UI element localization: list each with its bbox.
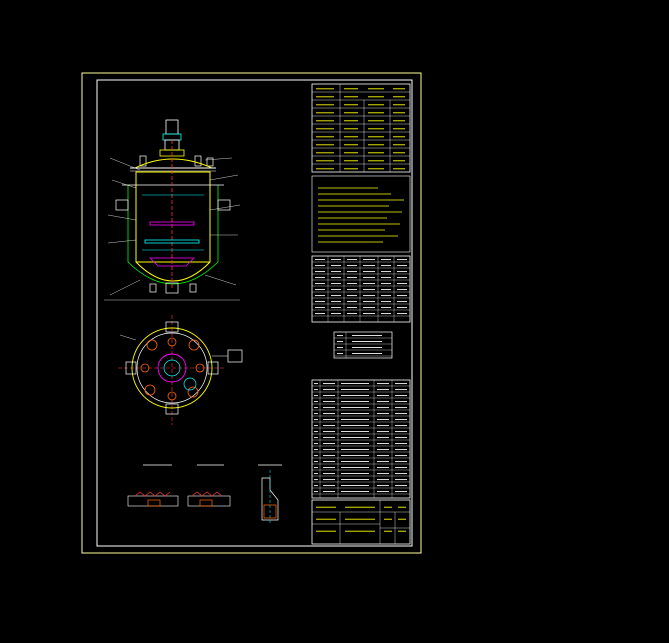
- vessel-top-view: [118, 315, 243, 425]
- technical-requirements-notes: [311, 175, 411, 253]
- title-block: [311, 499, 411, 545]
- inner-drawing-frame: [96, 79, 413, 547]
- detail-c: [258, 464, 282, 525]
- vessel-front-section: [104, 119, 241, 301]
- jacket: [127, 185, 219, 285]
- vessel-shell: [135, 171, 211, 263]
- nozzle-table: [311, 255, 411, 323]
- detail-a: [127, 464, 179, 507]
- small-legend-table: [333, 331, 393, 359]
- parts-list-table: [311, 379, 411, 499]
- detail-b: [187, 464, 231, 507]
- motor: [165, 119, 179, 135]
- technical-data-table: [311, 83, 411, 173]
- outer-sheet-border: [81, 72, 422, 554]
